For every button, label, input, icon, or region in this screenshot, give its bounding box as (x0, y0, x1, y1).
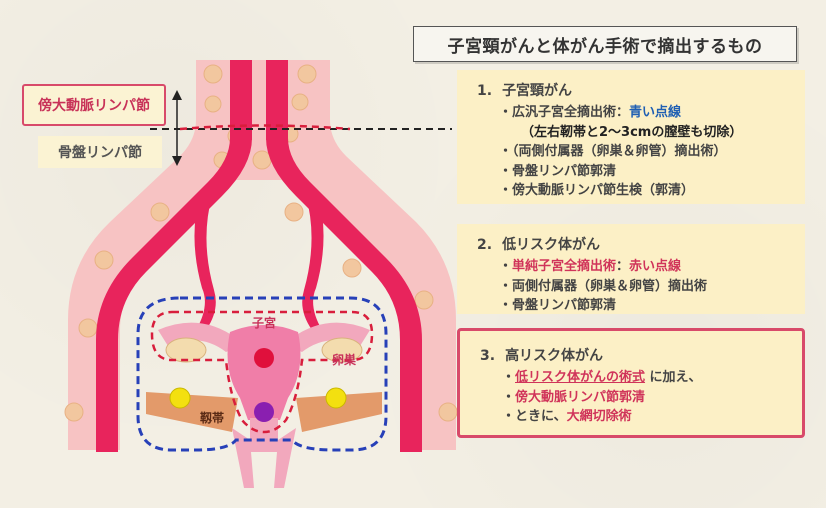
section-heading: 3. 高リスク体がん (480, 345, 790, 365)
pelvic-label: 骨盤リンパ節 (38, 136, 162, 168)
section-high-risk: 3. 高リスク体がん ・低リスク体がんの術式 に加え、 ・傍大動脈リンパ節郭清 ・… (457, 328, 805, 438)
section-cervical: 1. 子宮頸がん ・広汎子宮全摘出術：青い点線 （左右靭帯と2～3cmの膣壁も切除… (457, 70, 805, 204)
list-item: ・広汎子宮全摘出術：青い点線 (499, 105, 682, 120)
uterus-label: 子宮 (252, 316, 277, 330)
radical-hysterectomy-line (136, 296, 388, 452)
list-item: ・両側付属器（卵巣＆卵管）摘出術 (499, 278, 708, 294)
list-item: ・単純子宮全摘出術：赤い点線 (499, 259, 682, 274)
section-number: 1. (477, 83, 493, 99)
section-title: 子宮頸がん (502, 83, 573, 99)
ligament-label: 靱帯 (200, 411, 225, 425)
section-number: 2. (477, 237, 493, 253)
red-boundary-curve (179, 124, 351, 131)
simple-hysterectomy-line (150, 310, 374, 434)
list-item: ・傍大動脈リンパ節郭清 (502, 389, 646, 405)
ovary-label: 卵巣 (332, 353, 357, 367)
section-title: 低リスク体がん (502, 237, 601, 253)
uterus-group (158, 322, 370, 488)
para-aortic-label: 傍大動脈リンパ節 (22, 84, 166, 126)
range-arrow (172, 90, 182, 166)
list-item: ・骨盤リンパ節郭清 (499, 298, 617, 313)
aorta-iliac-vessels (96, 60, 422, 452)
section-title: 高リスク体がん (505, 348, 604, 364)
section-heading: 1. 子宮頸がん (477, 80, 793, 100)
list-item: ・ときに、大網切除術 (502, 409, 632, 424)
section-number: 3. (480, 348, 496, 364)
section-low-risk: 2. 低リスク体がん ・単純子宮全摘出術：赤い点線 ・両側付属器（卵巣＆卵管）摘出… (457, 224, 805, 314)
page-title: 子宮頸がんと体がん手術で摘出するもの (413, 26, 797, 62)
list-item: （左右靭帯と2～3cmの膣壁も切除） (521, 124, 743, 140)
markers (169, 348, 347, 422)
section-heading: 2. 低リスク体がん (477, 234, 793, 254)
list-item: ・（両側付属器（卵巣＆卵管）摘出術） (499, 144, 727, 159)
list-item: ・骨盤リンパ節郭清 (499, 163, 617, 179)
ligaments (146, 392, 382, 432)
list-item: ・傍大動脈リンパ節生検（郭清） (499, 183, 695, 198)
list-item: ・低リスク体がんの術式 に加え、 (502, 370, 702, 385)
